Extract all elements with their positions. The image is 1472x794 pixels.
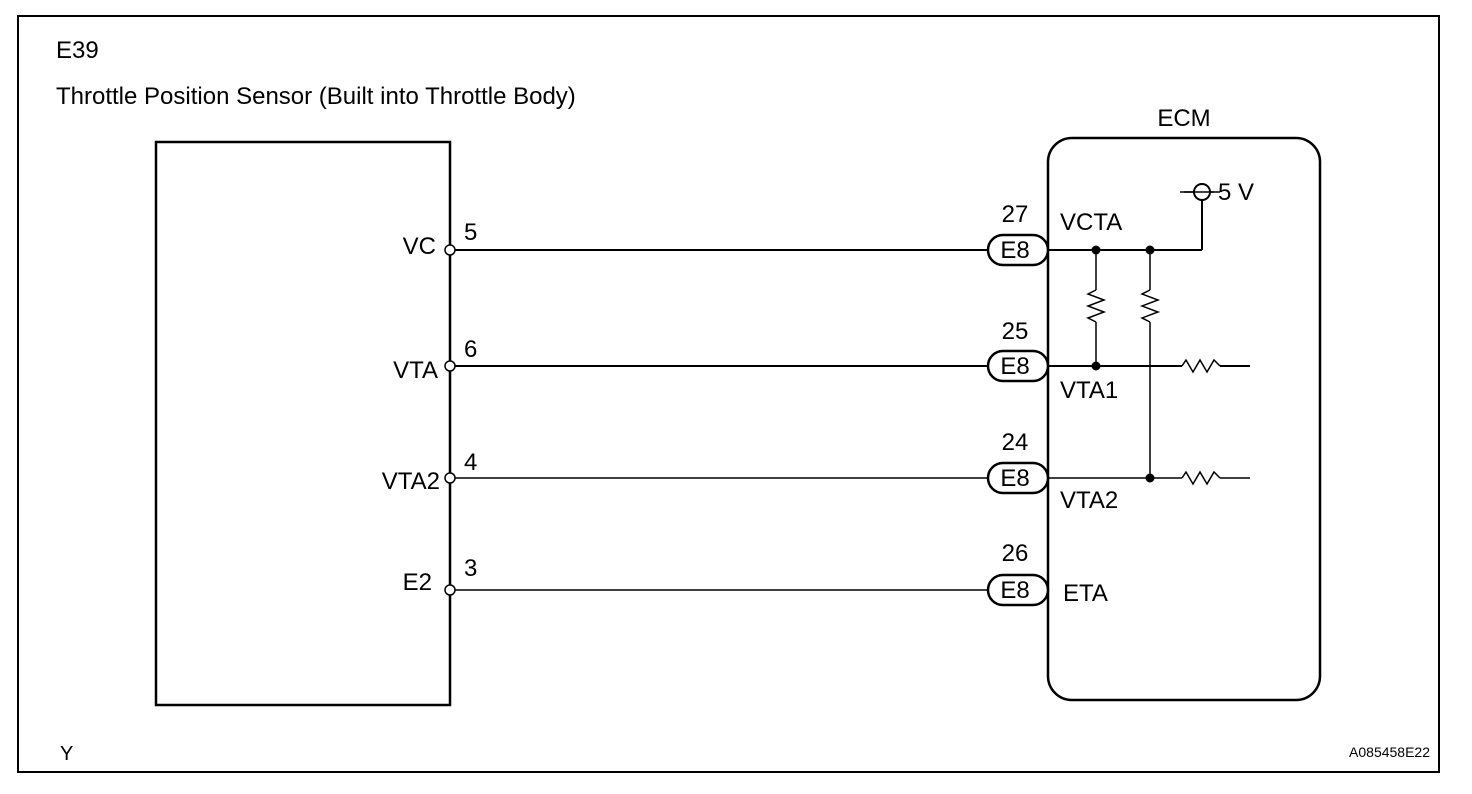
supply-5v-symbol [1180, 183, 1220, 201]
terminal-circle-vta2 [444, 472, 456, 484]
sensor-pin-name-vta: VTA [393, 357, 438, 384]
connector-label-eta: E8 [1000, 577, 1029, 604]
ecm-pin-number-vta1: 25 [1002, 318, 1029, 345]
throttle-position-sensor-box [154, 140, 452, 707]
sensor-pin-name-vc: VC [403, 233, 436, 260]
sensor-pin-number-vta2: 4 [464, 449, 477, 476]
wire-color-code: Y [60, 743, 73, 765]
sensor-pin-number-vta: 6 [464, 336, 477, 363]
ecm-pin-number-vcta: 27 [1002, 201, 1029, 228]
supply-5v-label: 5 V [1218, 179, 1254, 206]
ecm-terminal-vcta: VCTA [1060, 209, 1122, 236]
connector-label-vta2: E8 [1000, 465, 1029, 492]
ecm-title: ECM [1157, 105, 1210, 132]
connector-label-vcta: E8 [1000, 237, 1029, 264]
ecm-terminal-vta2: VTA2 [1060, 487, 1118, 514]
terminal-circle-vc [444, 244, 456, 256]
ecm-box [1046, 136, 1322, 702]
sensor-pin-number-e2: 3 [464, 555, 477, 582]
ecm-pin-number-eta: 26 [1002, 540, 1029, 567]
connector-label-vta1: E8 [1000, 353, 1029, 380]
diagram-frame [17, 15, 1440, 773]
component-title: Throttle Position Sensor (Built into Thr… [56, 83, 576, 110]
ecm-internal-circuit [1048, 192, 1250, 486]
ecm-terminal-vta1: VTA1 [1060, 377, 1118, 404]
ecm-terminal-eta: ETA [1063, 580, 1108, 607]
connector-pill-eta [986, 573, 1050, 607]
figure-code: A085458E22 [1349, 744, 1430, 760]
sensor-pin-name-e2: E2 [403, 569, 432, 596]
terminal-circle-vta [444, 360, 456, 372]
ecm-pin-number-vta2: 24 [1002, 429, 1029, 456]
connector-id: E39 [56, 37, 99, 64]
terminal-circle-e2 [444, 584, 456, 596]
sensor-pin-number-vc: 5 [464, 219, 477, 246]
sensor-pin-name-vta2: VTA2 [382, 468, 440, 495]
